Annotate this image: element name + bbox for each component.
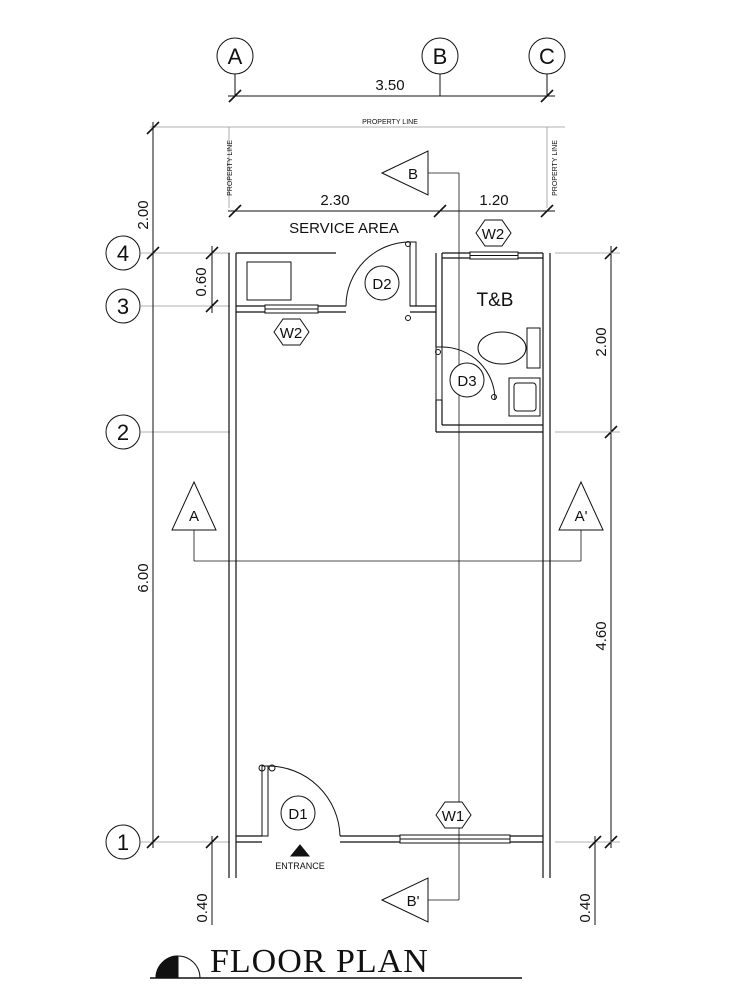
overall-width-dimension	[228, 89, 555, 103]
walls	[228, 252, 551, 878]
grid-bubble-c	[528, 37, 566, 96]
dim-service-depth: 0.60	[193, 267, 210, 296]
grid-bubble-1	[105, 824, 230, 860]
door-d1	[258, 764, 341, 837]
tag-w2-service: W2	[280, 325, 303, 342]
tag-d1-shape	[280, 795, 316, 831]
front-right-dimension	[588, 835, 602, 925]
section-label-b-prime: B'	[407, 893, 420, 910]
property-line-right-label: PROPERTY LINE	[552, 140, 559, 196]
door-d3	[435, 346, 497, 401]
window-w1	[399, 834, 511, 844]
tag-d2: D2	[372, 276, 391, 293]
grid-label-2: 2	[117, 420, 129, 445]
laundry-tub	[246, 261, 292, 301]
property-lines	[150, 126, 565, 208]
tag-d3: D3	[457, 373, 476, 390]
dim-overall-width: 3.50	[375, 77, 404, 94]
tag-w1: W1	[442, 808, 465, 825]
dim-front-left: 0.40	[194, 893, 211, 922]
grid-label-a: A	[228, 44, 243, 69]
right-depth-dimension	[555, 246, 620, 849]
tag-w1-shape	[435, 801, 472, 829]
room-label-service-area: SERVICE AREA	[289, 220, 399, 237]
property-line-top-label: PROPERTY LINE	[362, 119, 418, 126]
entrance-label: ENTRANCE	[275, 861, 325, 871]
tag-d3-shape	[449, 362, 485, 398]
north-symbol	[150, 955, 522, 979]
window-w2-service	[264, 304, 319, 314]
left-depth-dimension	[146, 121, 160, 849]
section-marker-a	[171, 480, 217, 531]
grid-bubble-4	[105, 235, 230, 271]
section-label-b: B	[408, 166, 418, 183]
lavatory-fixture	[508, 377, 541, 417]
grid-label-c: C	[539, 44, 555, 69]
tag-w2-tb: W2	[482, 226, 505, 243]
door-d2	[345, 241, 417, 321]
tag-d1: D1	[288, 806, 307, 823]
dim-top-setback: 2.00	[135, 200, 152, 229]
section-line-a	[193, 530, 582, 562]
dim-front-right: 0.40	[577, 893, 594, 922]
grid-bubble-2	[105, 414, 230, 450]
property-line-left-label: PROPERTY LINE	[227, 140, 234, 196]
dim-main-depth: 6.00	[135, 563, 152, 592]
dim-tb-width: 1.20	[479, 192, 508, 209]
grid-bubble-a	[216, 37, 254, 96]
section-marker-a-prime	[558, 480, 604, 531]
section-label-a-prime: A'	[575, 508, 588, 525]
front-left-dimension	[205, 835, 219, 925]
grid-label-4: 4	[117, 241, 129, 266]
tag-d2-shape	[364, 265, 400, 301]
grid-label-3: 3	[117, 294, 129, 319]
room-width-dimension	[228, 204, 555, 218]
dim-tb-depth: 2.00	[593, 327, 610, 356]
grid-label-b: B	[433, 44, 448, 69]
room-label-tb: T&B	[477, 290, 514, 311]
dim-service-width: 2.30	[320, 192, 349, 209]
entrance-arrow	[289, 844, 311, 857]
window-w2-tb	[469, 251, 519, 260]
grid-label-1: 1	[117, 830, 129, 855]
section-marker-b	[380, 150, 429, 196]
tag-w2-tb-shape	[475, 219, 512, 247]
toilet-fixture	[477, 327, 541, 369]
section-marker-b-prime	[380, 877, 429, 923]
service-depth-dimension	[205, 246, 219, 313]
tag-w2-service-shape	[273, 318, 310, 346]
grid-bubble-b	[421, 37, 459, 96]
section-line-b	[428, 172, 460, 901]
drawing-title: FLOOR PLAN	[210, 943, 429, 980]
section-label-a: A	[189, 508, 199, 525]
grid-bubble-3	[105, 288, 230, 324]
dim-right-depth: 4.60	[593, 621, 610, 650]
